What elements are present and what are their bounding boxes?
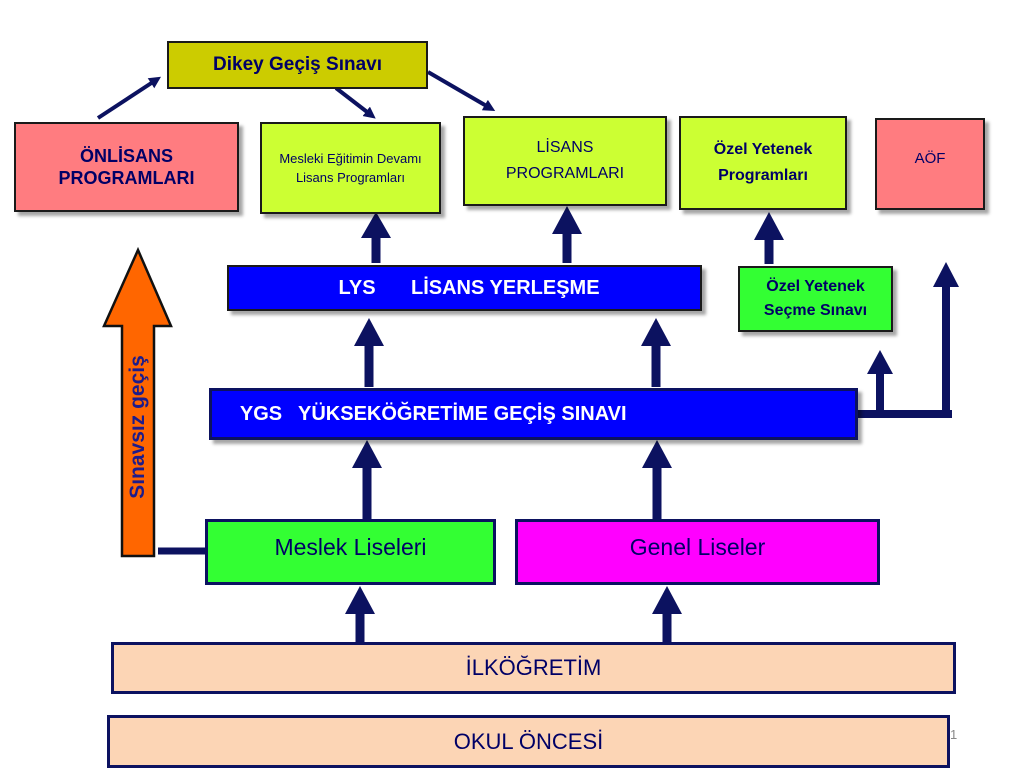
mesleki-egitim-box: Mesleki Eğitimin Devamı Lisans Programla… [260, 122, 441, 214]
vertical-arrows [345, 206, 784, 642]
onlisans-label: ÖNLİSANS PROGRAMLARI [58, 146, 195, 188]
ygs-text: YÜKSEKÖĞRETİME GEÇİŞ SINAVI [298, 402, 627, 425]
arrow-dikey-lisans [426, 70, 496, 112]
arrowhead [754, 212, 784, 240]
ilkogretim-label: İLKÖĞRETİM [465, 655, 602, 680]
arrowhead [352, 440, 382, 468]
genel-liseler-box: Genel Liseler [515, 519, 880, 585]
okul-oncesi-box: OKUL ÖNCESİ [107, 715, 950, 768]
sinavsiz-gecis-arrow [102, 246, 173, 558]
meslek-liseleri-label: Meslek Liseleri [274, 534, 427, 560]
lisans-programlari-box: LİSANS PROGRAMLARI [463, 116, 667, 206]
ozel-yetenek-sinavi-label: Özel Yetenek Seçme Sınavı [763, 278, 868, 319]
arrowhead [933, 262, 959, 287]
ozel-yetenek-programlari-label: Özel Yetenek Programları [713, 141, 813, 184]
genel-liseler-label: Genel Liseler [629, 534, 766, 560]
aof-box: AÖF [875, 118, 985, 210]
dikey-gecis-box: Dikey Geçiş Sınavı [167, 41, 428, 89]
ozel-yetenek-sinavi-box: Özel Yetenek Seçme Sınavı [738, 266, 893, 332]
lys-text: LİSANS YERLEŞME [411, 276, 600, 299]
arrow-onlisans-dikey [96, 76, 162, 120]
arrowhead [642, 440, 672, 468]
arrowhead [354, 318, 384, 346]
aof-label: AÖF [914, 150, 946, 167]
ygs-code: YGS [239, 402, 283, 425]
arrowhead [652, 586, 682, 614]
ygs-side-branch [858, 262, 959, 418]
arrowhead [867, 350, 893, 374]
arrow-dikey-mesleki [334, 86, 376, 119]
okul-oncesi-label: OKUL ÖNCESİ [453, 728, 604, 754]
dikey-gecis-label: Dikey Geçiş Sınavı [213, 54, 382, 75]
arrowhead [361, 212, 391, 238]
lisans-programlari-label: LİSANS PROGRAMLARI [505, 139, 625, 182]
mesleki-egitim-label: Mesleki Eğitimin Devamı Lisans Programla… [279, 151, 422, 185]
lys-box: LYS LİSANS YERLEŞME [227, 265, 702, 311]
arrowhead [552, 206, 582, 234]
ygs-box: YGS YÜKSEKÖĞRETİME GEÇİŞ SINAVI [209, 388, 858, 440]
slide-number: 1 [950, 727, 958, 742]
ozel-yetenek-programlari-box: Özel Yetenek Programları [679, 116, 847, 210]
sinavsiz-gecis-label: Sınavsız geçiş [126, 355, 149, 499]
arrowhead [641, 318, 671, 346]
meslek-liseleri-box: Meslek Liseleri [205, 519, 496, 585]
lys-code: LYS [338, 276, 376, 299]
arrowhead [345, 586, 375, 614]
onlisans-box: ÖNLİSANS PROGRAMLARI [14, 122, 239, 212]
ilkogretim-box: İLKÖĞRETİM [111, 642, 956, 694]
